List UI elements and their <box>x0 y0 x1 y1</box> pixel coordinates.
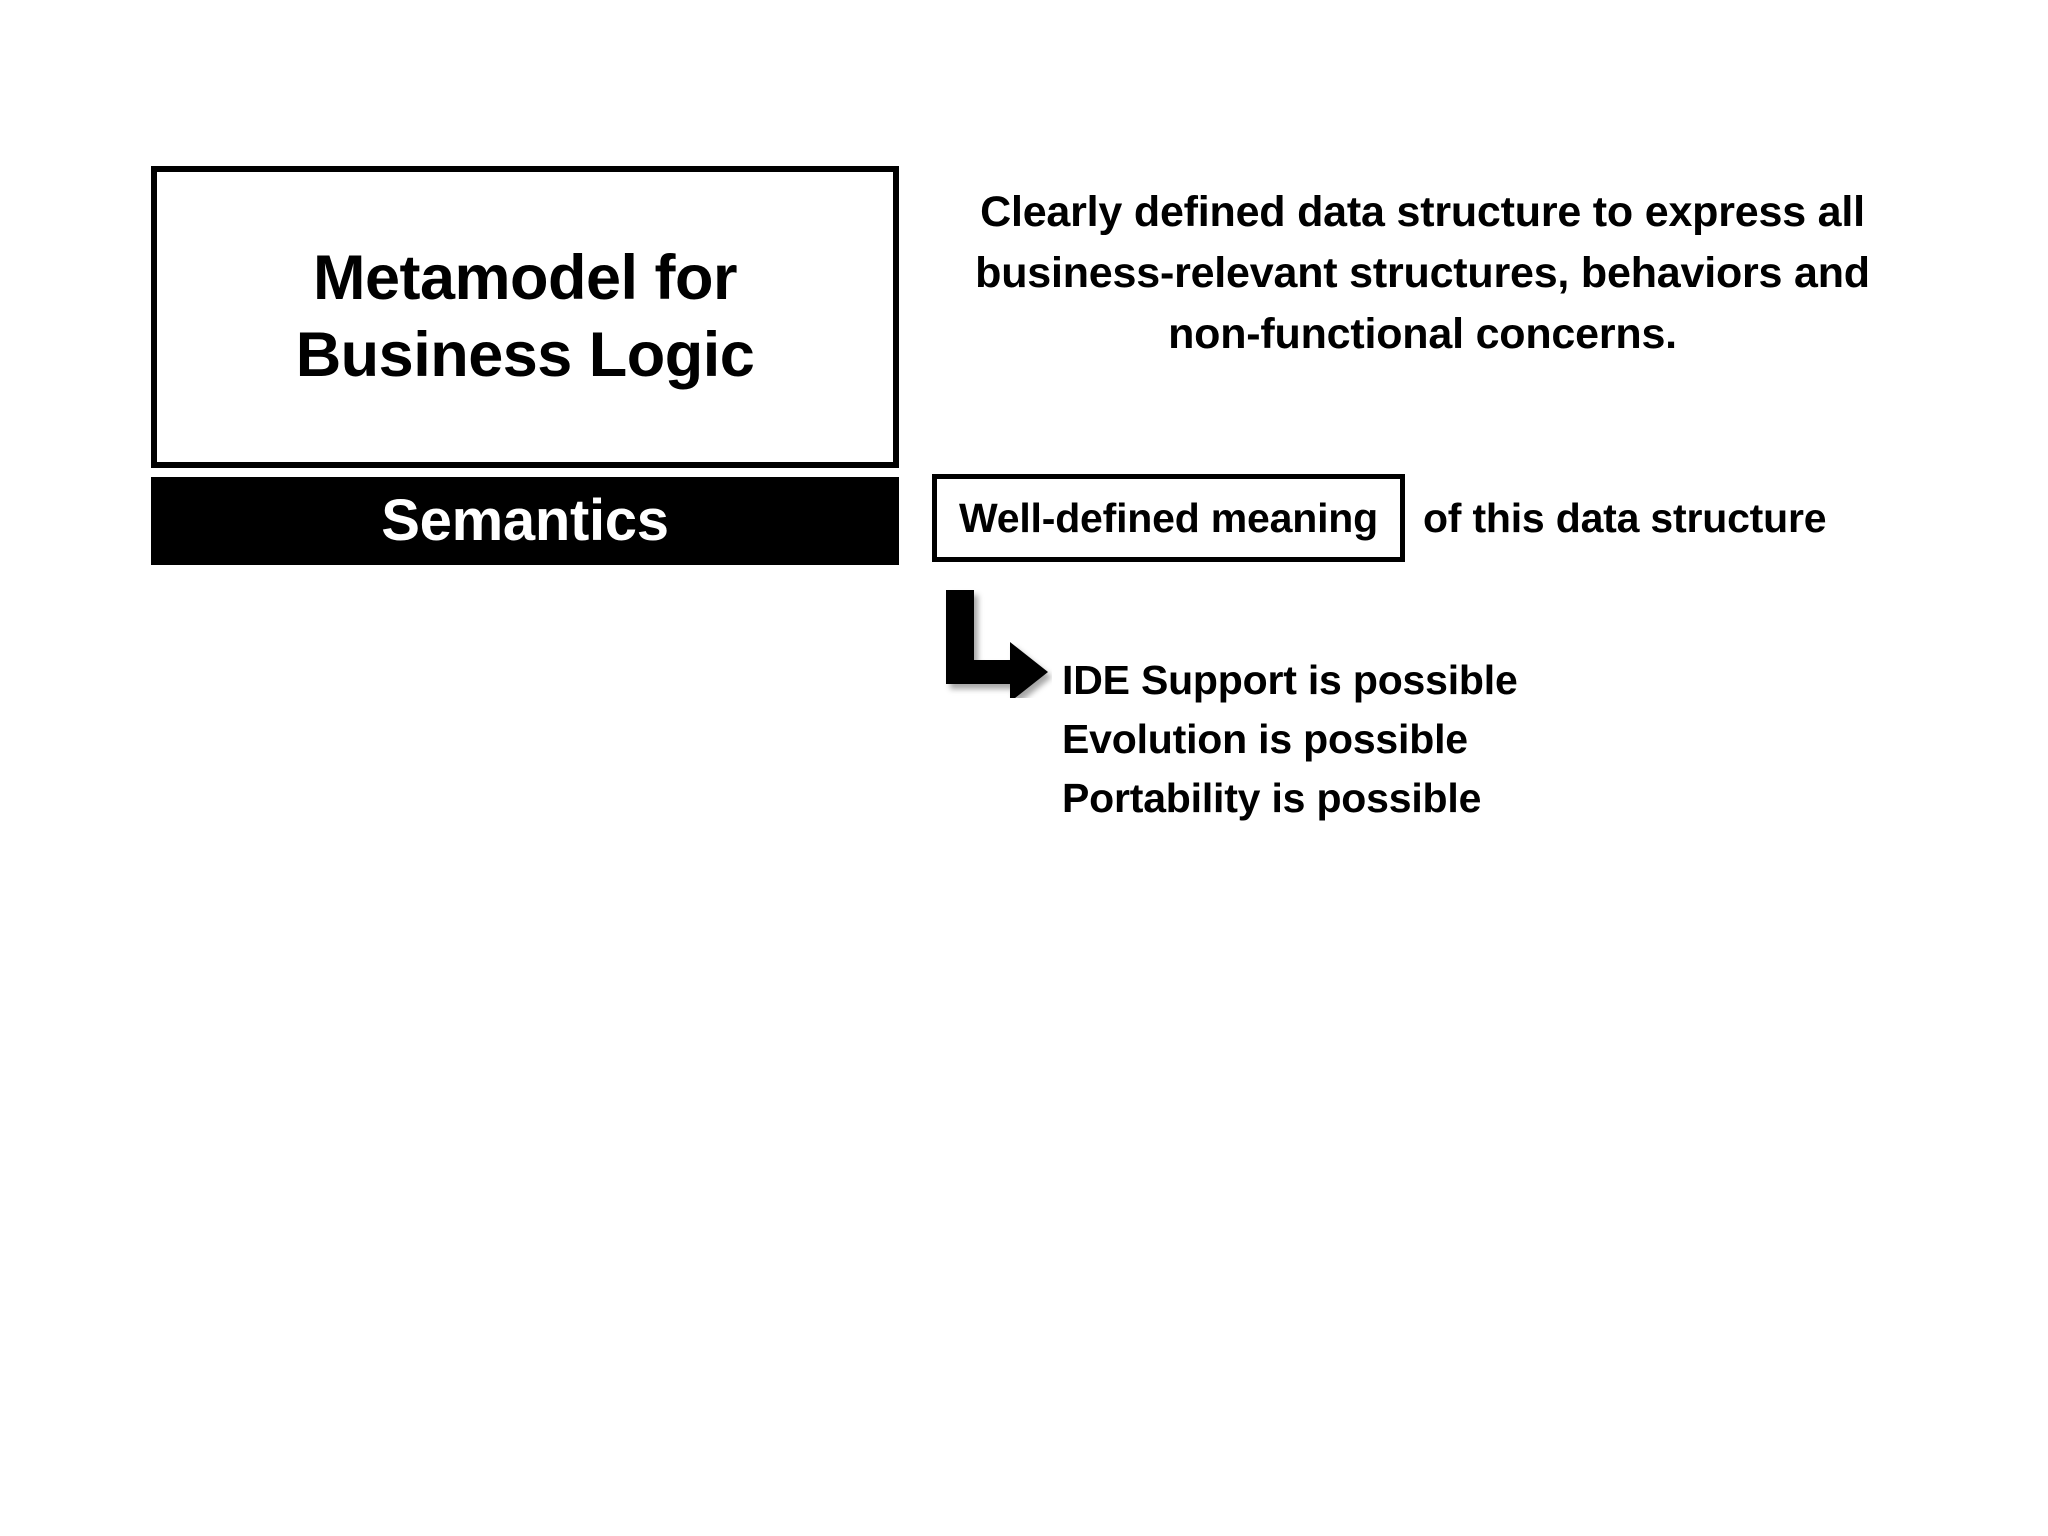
benefit-item-2: Portability is possible <box>1062 775 1482 822</box>
well-defined-meaning-label: Well-defined meaning <box>959 494 1378 541</box>
elbow-arrow-down-right-icon <box>942 588 1052 698</box>
benefit-item-0: IDE Support is possible <box>1062 657 1518 703</box>
benefits-list: IDE Support is possible Evolution is pos… <box>1062 651 1518 828</box>
meaning-suffix-text: of this data structure <box>1422 494 1827 541</box>
metamodel-title-line-2: Business Logic <box>295 320 755 390</box>
well-defined-meaning-box: Well-defined meaning <box>932 474 1405 562</box>
metamodel-box: Metamodel for Business Logic <box>151 166 899 468</box>
metamodel-title-line-1: Metamodel for <box>312 243 738 314</box>
intro-paragraph-line-3: non-functional concerns. <box>1168 310 1677 359</box>
meaning-row: Well-defined meaning of this data struct… <box>932 474 1827 562</box>
intro-paragraph-line-1: Clearly defined data structure to expres… <box>980 188 1865 236</box>
intro-paragraph-line-2: business-relevant structures, behaviors … <box>975 249 1870 298</box>
benefit-item-1: Evolution is possible <box>1062 716 1468 763</box>
semantics-bar: Semantics <box>151 477 899 565</box>
intro-paragraph: Clearly defined data structure to expres… <box>935 182 1910 365</box>
semantics-label: Semantics <box>381 488 669 553</box>
